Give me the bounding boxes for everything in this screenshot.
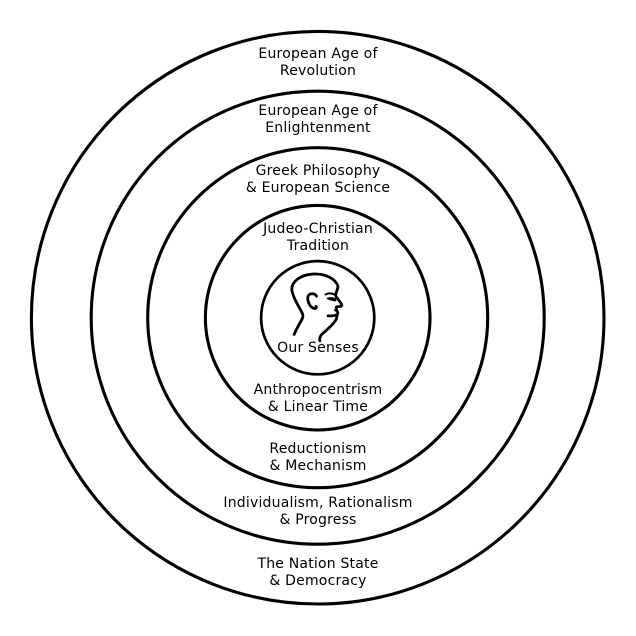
eyebrow-shape xyxy=(324,292,337,297)
label-line: Revolution xyxy=(279,62,357,79)
ring-circle-innermost xyxy=(259,259,376,376)
label-line: Anthropocentrism xyxy=(253,381,383,398)
label-line: & Progress xyxy=(279,511,357,528)
label-third-bottom: Reductionism & Mechanism xyxy=(0,441,636,475)
label-line: European Age of xyxy=(258,45,378,62)
ring-circle-fourth xyxy=(203,203,432,432)
label-fourth-bottom: Anthropocentrism & Linear Time xyxy=(0,382,636,416)
label-line: Greek Philosophy xyxy=(255,163,381,180)
label-line: Judeo-Christian xyxy=(263,221,373,237)
ring-circle-outermost xyxy=(29,29,606,606)
human-head-profile-icon xyxy=(290,272,344,343)
mouth-line xyxy=(326,313,339,318)
label-line: & Linear Time xyxy=(267,398,369,415)
label-line: & European Science xyxy=(245,180,391,197)
label-line: Reductionism xyxy=(269,440,367,457)
label-outermost-bottom: The Nation State & Democracy xyxy=(0,556,636,590)
label-center: Our Senses xyxy=(0,340,636,357)
label-line: Individualism, Rationalism xyxy=(223,494,413,511)
ear-line xyxy=(306,292,318,310)
label-second-top: European Age of Enlightenment xyxy=(0,103,636,137)
head-outline xyxy=(290,272,344,343)
label-outermost-top: European Age of Revolution xyxy=(0,46,636,80)
eye-shape xyxy=(326,297,337,302)
label-line: The Nation State xyxy=(257,556,379,573)
label-line: Our Senses xyxy=(277,340,359,357)
label-fourth-top: Judeo-Christian Tradition xyxy=(0,221,636,255)
label-line: & Democracy xyxy=(269,573,367,590)
label-line: Tradition xyxy=(286,238,350,254)
label-line: Enlightenment xyxy=(265,120,371,136)
label-third-top: Greek Philosophy & European Science xyxy=(0,163,636,197)
label-line: European Age of xyxy=(258,103,378,119)
label-second-bottom: Individualism, Rationalism & Progress xyxy=(0,495,636,529)
ring-circle-third xyxy=(146,146,490,490)
label-line: & Mechanism xyxy=(269,457,367,474)
ring-circle-second xyxy=(89,89,546,546)
